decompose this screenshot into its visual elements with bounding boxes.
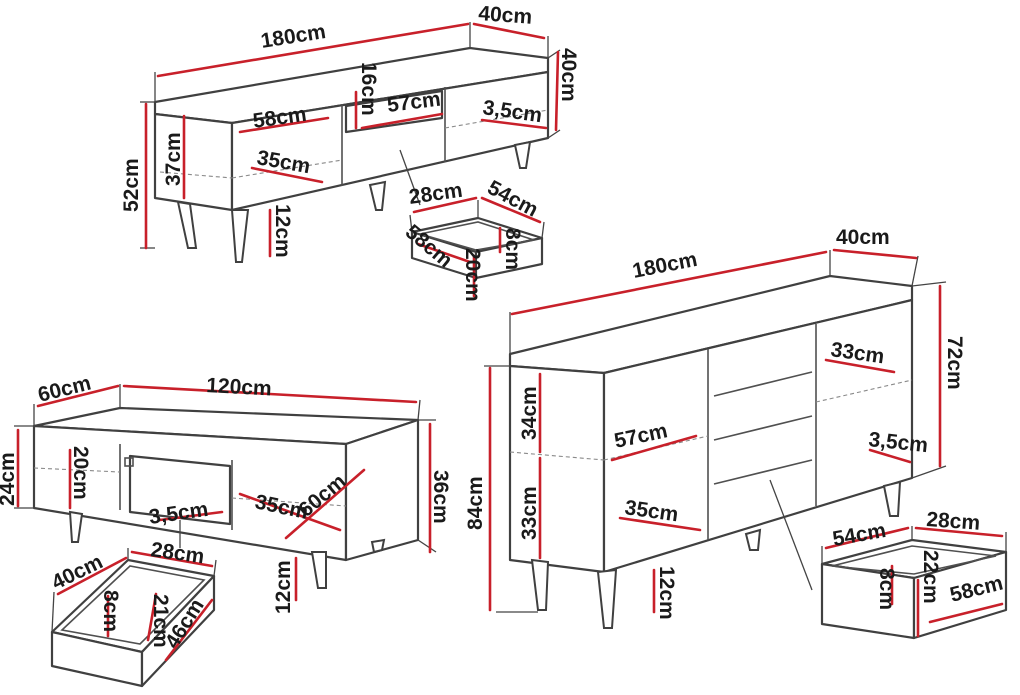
coffee-table-inner-height-label: 20cm	[69, 446, 92, 500]
sideboard-inner-width-dimension	[610, 434, 698, 462]
sb-drawer-depth-dimension	[928, 602, 1004, 624]
coffee-table-inner-depth-dimension	[284, 468, 366, 540]
coffee-table-drawer-front	[128, 454, 232, 526]
tv-drawer-length-label: 54cm	[484, 176, 542, 222]
sideboard-leg	[882, 480, 902, 517]
sideboard-width-dimension	[510, 250, 828, 316]
tv-unit-depth-label: 40cm	[478, 2, 533, 29]
tv-unit-leg	[176, 200, 198, 249]
sideboard-depth-dimension	[832, 248, 918, 260]
tv-unit-middle-height-label: 16cm	[357, 62, 380, 116]
sideboard-upper-shelf-label: 34cm	[518, 386, 541, 440]
tv-unit-drawer: 28cm 54cm 58cm 8cm 20cm	[401, 176, 545, 302]
sb-drawer-inner-label: 8cm	[875, 568, 898, 610]
sideboard-leg	[596, 568, 618, 629]
tv-unit-width-dimension	[156, 22, 470, 78]
tv-unit-shelf-depth-dimension	[250, 166, 324, 184]
tv-unit-middle-width-dimension	[360, 112, 444, 130]
coffee-table: 60cm 120cm 24cm 20cm 36cm 3,5cm 35cm 60c…	[0, 372, 452, 614]
coffee-table-leg	[310, 551, 327, 589]
sideboard-lower-shelf-label: 33cm	[518, 486, 541, 540]
tv-drawer-width-dimension	[412, 196, 478, 214]
sideboard-leg	[744, 528, 762, 551]
tv-drawer-width-label: 28cm	[407, 179, 463, 209]
tv-unit-leg	[230, 209, 250, 263]
tv-unit-leg-label: 12cm	[271, 204, 294, 258]
sb-drawer-length-label: 54cm	[831, 519, 888, 551]
tv-unit-shelf-height-label: 37cm	[162, 132, 185, 186]
tv-unit-top-dimension	[554, 50, 560, 132]
tv-drawer-inner-label: 8cm	[501, 228, 524, 270]
sideboard: 180cm 40cm 72cm 84cm 34cm 33cm 57cm 35cm…	[464, 226, 966, 629]
sideboard-side-depth-dimension	[824, 358, 896, 374]
sideboard-height-label: 84cm	[464, 476, 487, 530]
coffee-table-top-thickness-dimension	[158, 510, 224, 522]
sb-drawer-width-label: 28cm	[926, 508, 981, 535]
ct-drawer-inner-label: 8cm	[99, 590, 122, 632]
sideboard-depth-label: 40cm	[836, 226, 890, 249]
ct-drawer-height-dimension	[146, 592, 158, 642]
ct-drawer-width-dimension	[130, 550, 214, 568]
sideboard-width-label: 180cm	[631, 248, 700, 283]
sb-drawer-length-dimension	[824, 526, 910, 550]
tv-unit-height-label: 52cm	[120, 158, 143, 212]
coffee-table-depth-dimension	[36, 384, 120, 408]
coffee-table-height-label: 24cm	[0, 452, 19, 506]
tv-unit-leg	[513, 140, 532, 169]
sb-drawer-width-dimension	[914, 526, 1004, 538]
coffee-table-leg	[370, 538, 386, 554]
coffee-table-drawer: 40cm 28cm 8cm 21cm 46cm	[48, 538, 217, 688]
sideboard-leg	[530, 558, 550, 611]
coffee-table-side	[344, 418, 420, 562]
sideboard-drawer: 54cm 28cm 8cm 22cm 58cm	[820, 508, 1008, 640]
coffee-table-depth-label: 60cm	[36, 372, 94, 407]
sideboard-body-height-label: 72cm	[943, 336, 966, 390]
tv-unit-drawer-front	[344, 89, 444, 134]
tv-drawer-depth-dimension	[416, 242, 472, 264]
tv-unit-top-thickness-dimension	[480, 118, 548, 130]
sideboard-drawer-face	[820, 562, 916, 640]
coffee-table-leg	[68, 510, 84, 543]
coffee-table-inner-width-dimension	[238, 492, 342, 532]
tv-unit-leg	[368, 180, 387, 211]
ct-drawer-length-dimension	[56, 556, 128, 596]
ct-drawer-height-label: 21cm	[149, 594, 172, 648]
sideboard-leg-label: 12cm	[655, 566, 678, 620]
tv-drawer-height-label: 20cm	[461, 248, 484, 302]
coffee-table-total-height-label: 36cm	[429, 470, 452, 524]
ct-drawer-side	[140, 574, 216, 688]
ct-drawer-width-label: 28cm	[149, 538, 205, 568]
coffee-table-leg-label: 12cm	[272, 560, 295, 614]
tv-drawer-length-dimension	[480, 196, 542, 224]
sb-drawer-height-label: 22cm	[919, 550, 942, 604]
tv-unit-shelf-width-dimension	[238, 116, 330, 134]
sideboard-top-thickness-dimension	[868, 448, 912, 464]
tv-unit: 180cm 40cm 40cm 52cm 37cm 58cm 35cm 12cm…	[120, 2, 580, 263]
tv-unit-depth-dimension	[472, 22, 546, 40]
ct-drawer-depth-dimension	[164, 598, 214, 662]
coffee-table-width-dimension	[122, 384, 418, 404]
sideboard-inner-depth-dimension	[618, 516, 702, 532]
coffee-table-width-label: 120cm	[206, 374, 273, 400]
tv-unit-top-label: 40cm	[557, 48, 580, 102]
